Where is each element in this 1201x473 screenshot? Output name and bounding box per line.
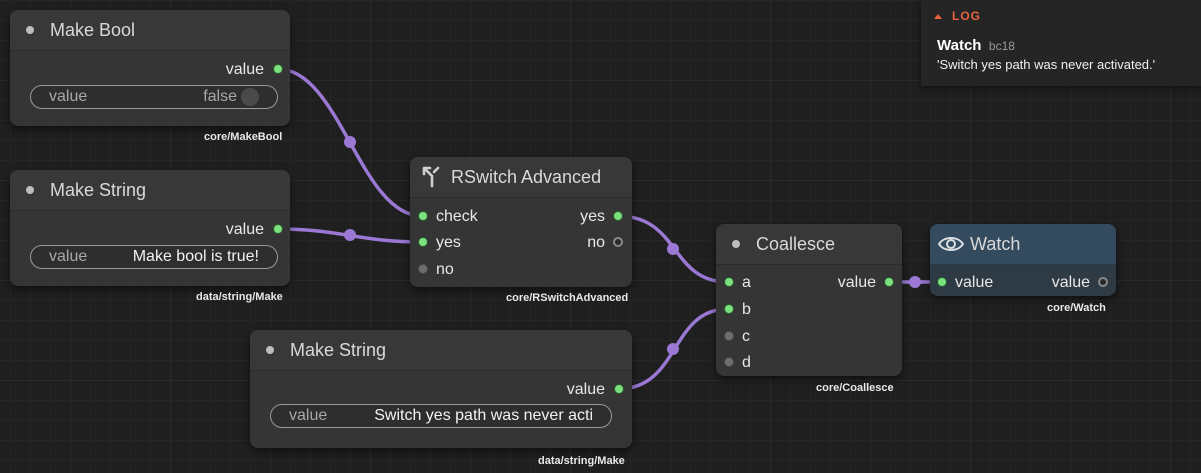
input-label-b: b	[742, 301, 751, 318]
output-label: value	[566, 381, 605, 398]
output-port-value[interactable]	[273, 224, 283, 234]
status-dot	[732, 240, 740, 248]
node-title: Make String	[290, 339, 387, 360]
log-title: LOG	[952, 9, 981, 23]
eye-icon	[937, 234, 965, 254]
output-port-value[interactable]	[1098, 277, 1108, 287]
output-label: value	[225, 221, 264, 238]
node-type-label: data/string/Make	[538, 455, 625, 467]
status-dot	[266, 346, 274, 354]
node-title: Watch	[970, 233, 1021, 254]
field-value: Switch yes path was never acti	[374, 407, 593, 424]
node-type-label: core/Watch	[1047, 302, 1106, 314]
output-port-no[interactable]	[613, 237, 623, 247]
node-coalesce[interactable]: Coallesce a b c d value	[716, 224, 902, 376]
node-title: Make String	[50, 179, 147, 200]
output-port-yes[interactable]	[613, 211, 623, 221]
output-port-value[interactable]	[273, 64, 283, 74]
node-title: RSwitch Advanced	[451, 166, 602, 187]
wire-midpoint	[667, 343, 679, 355]
input-port-a[interactable]	[724, 277, 734, 287]
input-label-no: no	[436, 261, 454, 278]
log-entry-id: bc18	[988, 39, 1015, 53]
input-label-d: d	[742, 354, 751, 371]
field-label: value	[49, 88, 88, 105]
switch-branch-icon	[420, 166, 442, 188]
node-header[interactable]: Make String	[10, 170, 290, 211]
log-panel: LOG Watch bc18 'Switch yes path was neve…	[921, 0, 1201, 86]
node-watch[interactable]: Watch value value	[930, 224, 1116, 296]
input-port-c[interactable]	[724, 331, 734, 341]
string-value-field[interactable]: value Make bool is true!	[30, 245, 278, 269]
input-port-check[interactable]	[418, 211, 428, 221]
field-label: value	[49, 248, 88, 265]
node-type-label: core/RSwitchAdvanced	[506, 292, 629, 304]
node-type-label: data/string/Make	[196, 291, 283, 303]
input-label-value: value	[955, 274, 994, 291]
log-header[interactable]: LOG	[934, 9, 981, 23]
status-dot	[26, 26, 34, 34]
node-make-string[interactable]: Make String value value Switch yes path …	[250, 330, 632, 448]
field-value: false	[203, 87, 259, 106]
node-header[interactable]: Coallesce	[716, 224, 902, 265]
input-port-d[interactable]	[724, 357, 734, 367]
string-value-field[interactable]: value Switch yes path was never acti	[270, 404, 612, 428]
field-value: Make bool is true!	[132, 248, 259, 265]
input-port-value[interactable]	[937, 277, 947, 287]
input-label-yes: yes	[436, 234, 461, 251]
node-rswitch-advanced[interactable]: RSwitch Advanced check yes no yes no	[410, 157, 632, 287]
bool-value-field[interactable]: value false	[30, 85, 278, 109]
node-header[interactable]: Watch	[930, 224, 1116, 265]
log-entry: Watch bc18	[937, 37, 1015, 55]
toggle-knob-icon[interactable]	[241, 87, 259, 106]
output-label: value	[837, 274, 876, 291]
node-type-label: core/Coallesce	[816, 382, 894, 394]
output-label: value	[225, 61, 264, 78]
log-entry-title: Watch	[937, 37, 982, 54]
status-dot	[26, 186, 34, 194]
log-entry-message: 'Switch yes path was never activated.'	[937, 57, 1156, 72]
field-label: value	[289, 407, 328, 424]
wire-midpoint	[344, 136, 356, 148]
output-label: value	[1051, 274, 1090, 291]
wire-midpoint	[909, 276, 921, 288]
output-port-value[interactable]	[884, 277, 894, 287]
node-header[interactable]: RSwitch Advanced	[410, 157, 632, 198]
input-port-b[interactable]	[724, 304, 734, 314]
wire-midpoint	[344, 229, 356, 241]
input-port-no[interactable]	[418, 264, 428, 274]
wire-midpoint	[667, 243, 679, 255]
input-port-yes[interactable]	[418, 237, 428, 247]
node-make-bool[interactable]: Make Bool value value false	[10, 10, 290, 126]
input-label-check: check	[436, 208, 478, 225]
output-label-yes: yes	[580, 208, 605, 225]
output-port-value[interactable]	[614, 384, 624, 394]
node-type-label: core/MakeBool	[204, 131, 283, 143]
node-header[interactable]: Make Bool	[10, 10, 290, 51]
input-label-a: a	[742, 274, 751, 291]
caret-up-icon	[934, 13, 942, 19]
node-make-string[interactable]: Make String value value Make bool is tru…	[10, 170, 290, 286]
node-title: Make Bool	[50, 19, 136, 40]
node-header[interactable]: Make String	[250, 330, 632, 371]
input-label-c: c	[742, 328, 750, 345]
output-label-no: no	[587, 234, 605, 251]
node-title: Coallesce	[756, 233, 836, 254]
